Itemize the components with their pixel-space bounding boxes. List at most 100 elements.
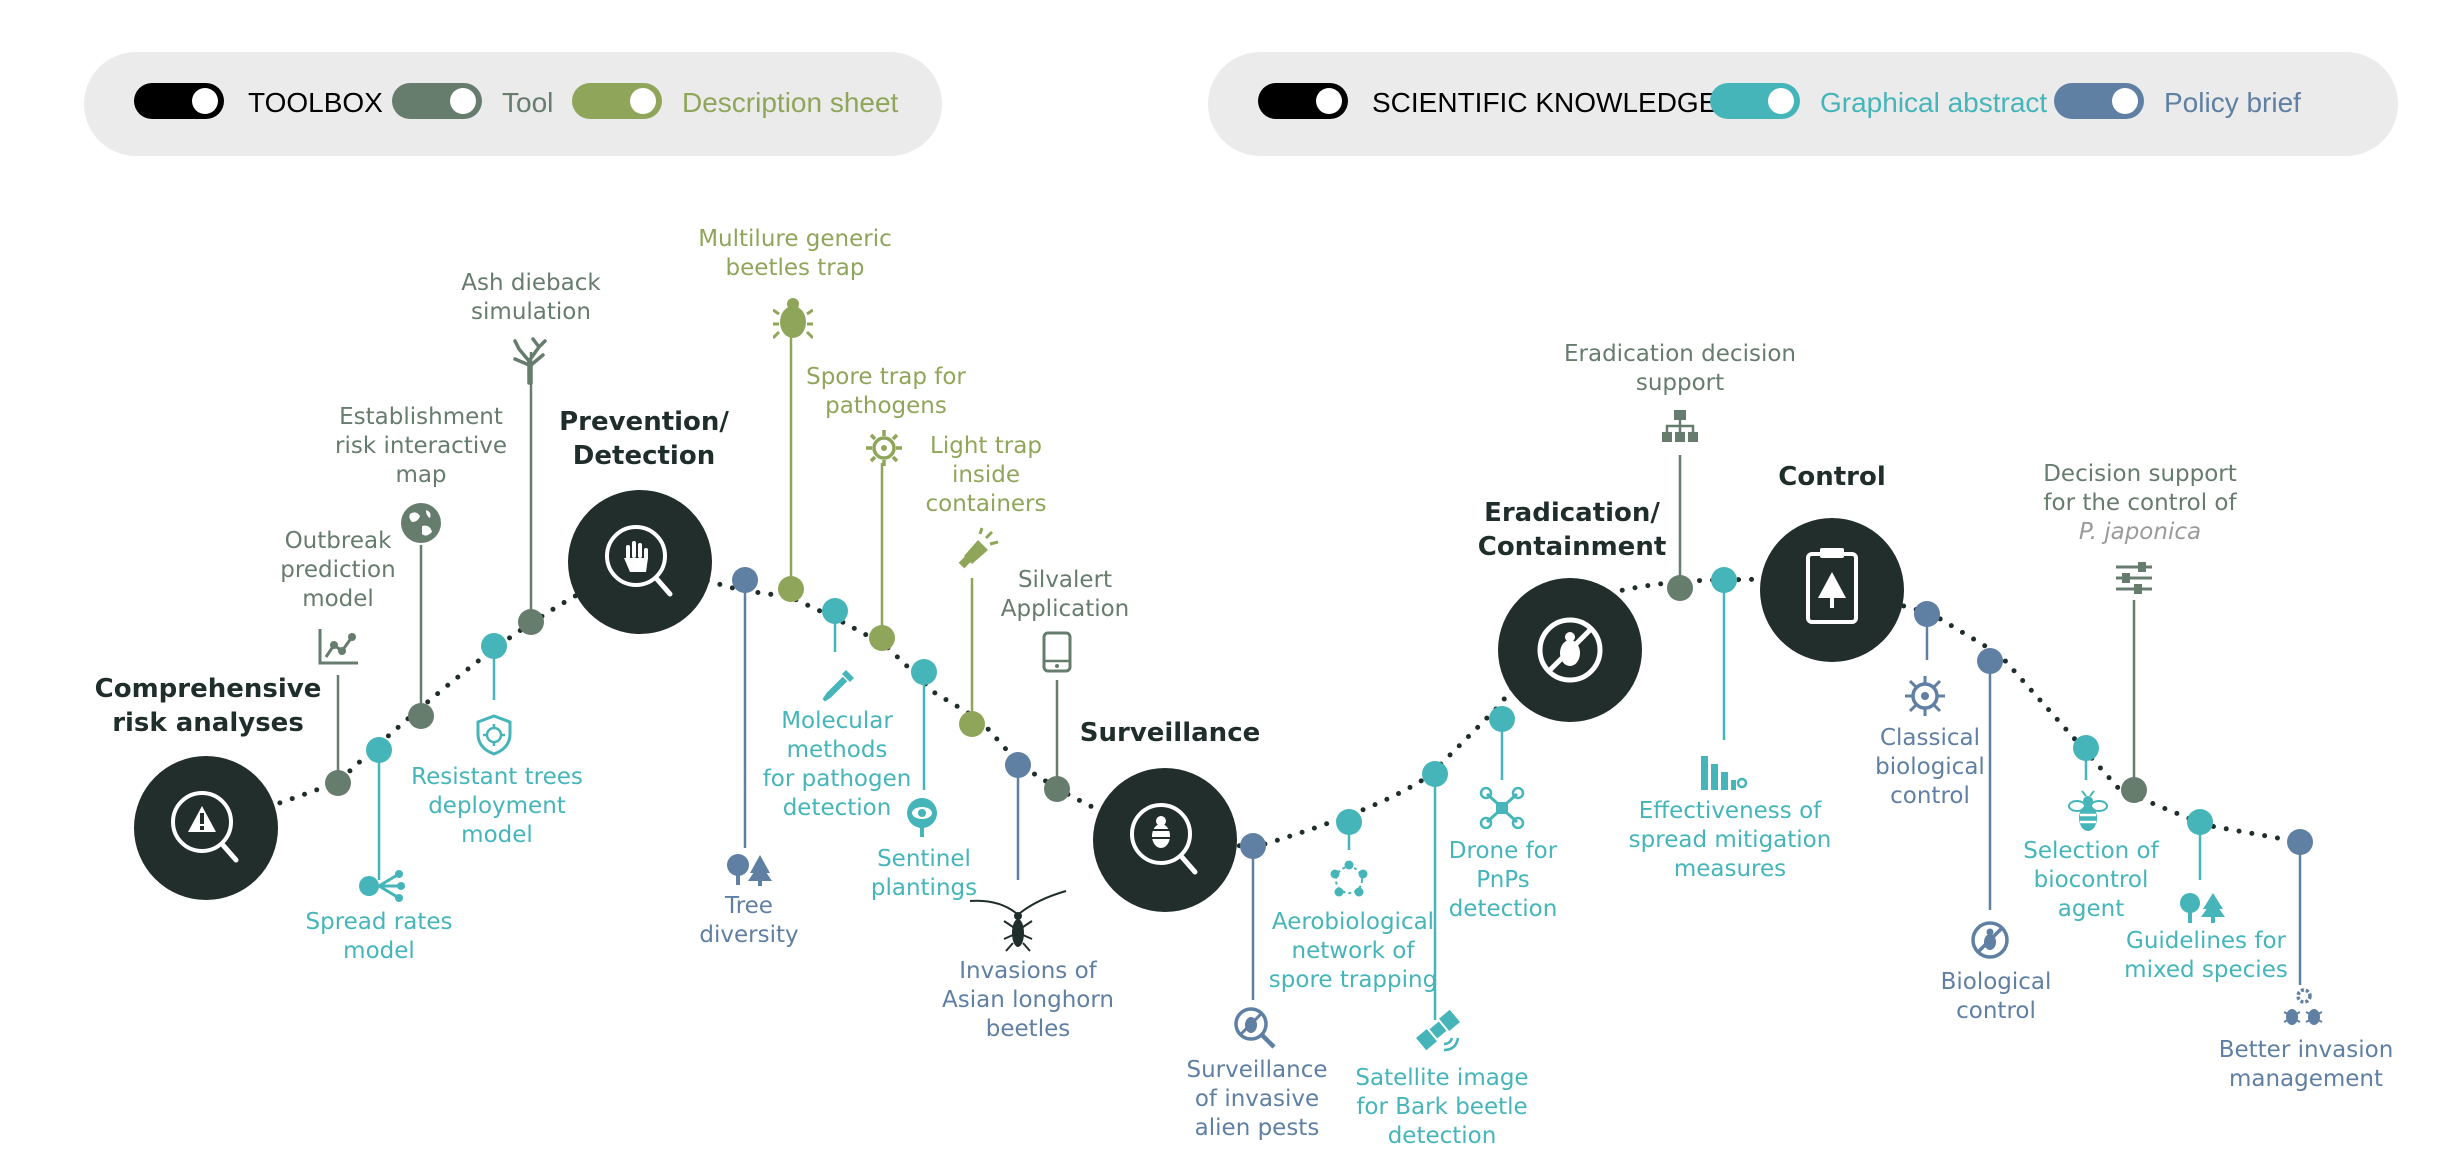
node-drone[interactable] [1489, 706, 1515, 732]
node-tree-diversity[interactable] [732, 567, 758, 593]
node-aerobiological[interactable] [1336, 809, 1362, 835]
node-outbreak[interactable] [325, 770, 351, 796]
toolbox-toggle[interactable] [134, 83, 224, 119]
stage-prevention-label: Prevention/Detection [559, 407, 729, 471]
description-sheet-label: Description sheet [682, 87, 899, 118]
node-ash[interactable] [518, 609, 544, 635]
pipette-icon [822, 670, 854, 702]
bar-chart-icon [1701, 756, 1748, 790]
graphical-abstract-toggle[interactable] [1710, 83, 1800, 119]
no-pest-icon [1971, 921, 2009, 959]
bug-search-icon [1234, 1007, 1276, 1049]
toolbox-label: TOOLBOX [248, 87, 383, 118]
node-effectiveness[interactable] [1711, 567, 1737, 593]
stage-surveillance-label: Surveillance [1079, 718, 1261, 748]
hierarchy-icon [1662, 410, 1698, 442]
node-decision-pj[interactable] [2121, 777, 2147, 803]
scientific-knowledge-label: SCIENTIFIC KNOWLEDGE [1372, 87, 1718, 118]
stage-control-label: Control [1778, 462, 1886, 492]
policy-brief-toggle[interactable] [2054, 83, 2144, 119]
node-molecular[interactable] [822, 598, 848, 624]
tool-toggle[interactable] [392, 83, 482, 119]
gears-bugs-icon [2283, 988, 2323, 1025]
beetle-icon [773, 298, 813, 340]
line-graph-icon [318, 629, 358, 665]
stage-eradication-label: Eradication/Containment [1477, 498, 1667, 562]
node-asian-longhorn[interactable] [1005, 752, 1031, 778]
tool-label: Tool [502, 87, 554, 118]
bee-icon [2068, 790, 2108, 831]
lamp-icon [958, 527, 999, 569]
eye-tree-icon [907, 798, 937, 837]
dead-tree-icon [513, 337, 547, 385]
node-silvalert[interactable] [1044, 776, 1070, 802]
satellite-icon [1416, 1009, 1460, 1052]
description-sheet-toggle[interactable] [572, 83, 662, 119]
smartphone-icon [1042, 631, 1072, 673]
node-selection[interactable] [2073, 735, 2099, 761]
stage-prevention-circle[interactable] [568, 490, 712, 634]
node-spore[interactable] [869, 625, 895, 651]
spore-icon [866, 430, 902, 466]
node-light-trap[interactable] [959, 711, 985, 737]
globe-icon [401, 503, 441, 543]
node-spread-rates[interactable] [366, 737, 392, 763]
trees-icon [727, 854, 772, 886]
node-classical[interactable] [1914, 601, 1940, 627]
node-resistant[interactable] [481, 633, 507, 659]
virus-icon [1905, 676, 1945, 716]
stage-risk-circle[interactable] [134, 756, 278, 900]
stage-eradication-circle[interactable] [1498, 578, 1642, 722]
knowledge-legend: SCIENTIFIC KNOWLEDGE Graphical abstract … [1208, 52, 2398, 156]
stage-surveillance-circle[interactable] [1093, 768, 1237, 912]
node-establishment[interactable] [408, 703, 434, 729]
node-biological-control[interactable] [1977, 648, 2003, 674]
node-eradication-decision[interactable] [1667, 575, 1693, 601]
longhorn-beetle-icon [969, 890, 1067, 952]
node-surveillance-alien[interactable] [1240, 833, 1266, 859]
policy-brief-label: Policy brief [2164, 87, 2301, 118]
node-sentinel[interactable] [911, 659, 937, 685]
drone-icon [1479, 787, 1525, 829]
shield-icon [476, 714, 512, 756]
mixed-trees-icon [2180, 893, 2225, 923]
share-icon [359, 870, 405, 902]
toolbox-legend: TOOLBOX Tool Description sheet [84, 52, 942, 156]
network-icon [1330, 860, 1368, 897]
node-guidelines[interactable] [2187, 809, 2213, 835]
node-satellite[interactable] [1422, 761, 1448, 787]
scientific-knowledge-toggle[interactable] [1258, 83, 1348, 119]
sliders-icon [2116, 562, 2152, 594]
stage-control-circle[interactable] [1760, 518, 1904, 662]
node-better-invasion[interactable] [2287, 829, 2313, 855]
node-multilure[interactable] [778, 576, 804, 602]
graphical-abstract-label: Graphical abstract [1820, 87, 2048, 118]
